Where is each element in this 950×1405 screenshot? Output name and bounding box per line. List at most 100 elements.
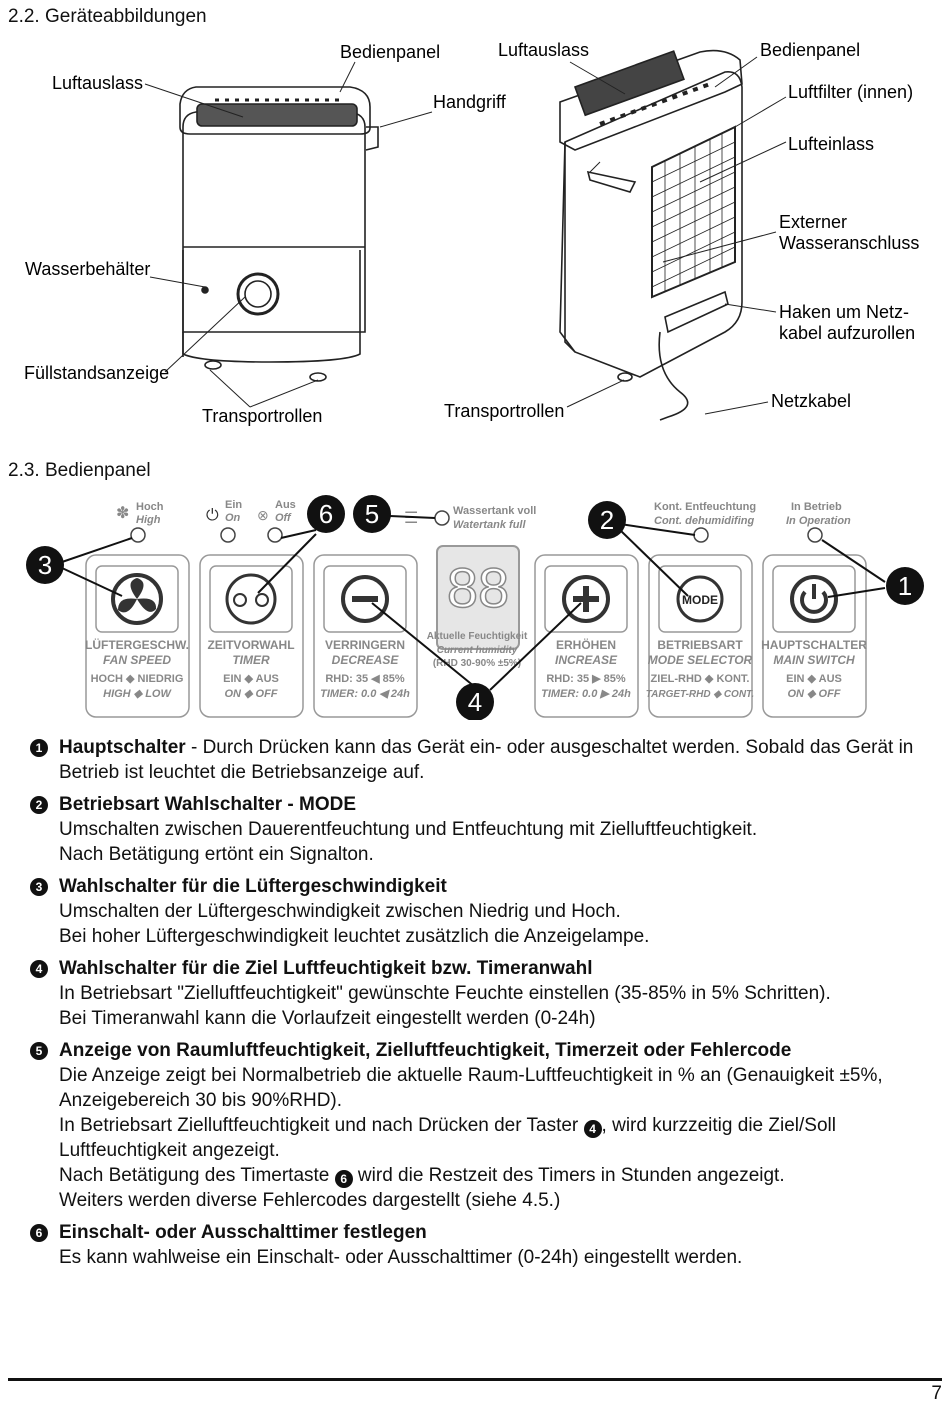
cord-hook	[664, 290, 729, 334]
item-title: Wahlschalter für die Lüftergeschwindigke…	[59, 876, 447, 897]
label-hoch: Hoch	[136, 501, 164, 513]
label-externer: Externer	[779, 212, 847, 232]
label-bedienpanel-left: Bedienpanel	[340, 42, 440, 62]
timer-icon[interactable]	[225, 573, 277, 625]
label-wasseranschluss: Wasseranschluss	[779, 233, 919, 253]
bullet-number: 3	[30, 878, 48, 896]
display-digits: 88	[447, 556, 509, 619]
list-item: 3 Wahlschalter für die Lüftergeschwindig…	[30, 874, 925, 949]
section-heading-panel: 2.3. Bedienpanel	[8, 460, 151, 481]
btn-main-en: MAIN SWITCH	[773, 653, 855, 667]
btn-increase-en: INCREASE	[555, 653, 618, 667]
btn-main-de: HAUPTSCHALTER	[761, 638, 867, 652]
bullet-number: 5	[30, 1042, 48, 1060]
label-ein: Ein	[225, 499, 242, 511]
led-tank-full	[434, 510, 450, 526]
svg-text:6: 6	[319, 499, 333, 529]
label-on: On	[225, 512, 241, 524]
item-line: Nach Betätigung ertönt ein Signalton.	[59, 844, 374, 865]
led-fan-high	[130, 527, 146, 543]
label-off: Off	[275, 512, 292, 524]
svg-text:4: 4	[468, 687, 482, 717]
bullet-number: 4	[30, 960, 48, 978]
label-transportrollen-left: Transportrollen	[202, 406, 322, 426]
list-item: 6 Einschalt- oder Ausschalttimer festleg…	[30, 1220, 925, 1270]
item-title: Einschalt- oder Ausschalttimer festlegen	[59, 1222, 427, 1243]
fan-speed-icon[interactable]	[111, 573, 163, 625]
fan-small-icon: ✽	[116, 505, 129, 522]
label-lufteinlass: Lufteinlass	[788, 134, 874, 154]
item-line: Umschalten der Lüftergeschwindigkeit zwi…	[59, 901, 621, 922]
bullet-number: 1	[30, 739, 48, 757]
increase-icon[interactable]	[562, 575, 610, 623]
item-title: Hauptschalter	[59, 737, 186, 758]
item-line: Es kann wahlweise ein Einschalt- oder Au…	[59, 1247, 743, 1268]
footer-rule	[8, 1378, 942, 1381]
label-haken-line1: Haken um Netz-	[779, 302, 909, 322]
list-item: 1 Hauptschalter - Durch Drücken kann das…	[30, 735, 925, 785]
right-device-body	[564, 70, 743, 378]
label-luftfilter: Luftfilter (innen)	[788, 82, 913, 102]
btn-mode-de: BETRIEBSART	[657, 638, 743, 652]
btn-timer-l1: EIN ◆ AUS	[223, 673, 279, 685]
btn-fan-en: FAN SPEED	[103, 653, 171, 667]
power-icon[interactable]	[790, 575, 838, 623]
item-line: In Betriebsart "Zielluftfeuchtigkeit" ge…	[59, 983, 831, 1004]
callout-4: 4	[456, 683, 494, 720]
left-device-body	[182, 111, 366, 333]
btn-timer-l2: ON ◆ OFF	[224, 688, 277, 700]
decrease-icon[interactable]	[341, 575, 389, 623]
label-watertank-full: Watertank full	[453, 519, 526, 531]
label-high: High	[136, 514, 161, 526]
led-operation	[807, 527, 823, 543]
led-timer-off	[267, 527, 283, 543]
section-heading-devices: 2.2. Geräteabbildungen	[8, 6, 207, 27]
timer-small-icon: ⊗	[257, 507, 269, 523]
label-netzkabel: Netzkabel	[771, 391, 851, 411]
led-timer-on	[220, 527, 236, 543]
power-small-icon: ⏻	[206, 507, 219, 524]
label-bedienpanel-right: Bedienpanel	[760, 40, 860, 60]
btn-increase-de: ERHÖHEN	[556, 637, 616, 652]
item-line: Die Anzeige zeigt bei Normalbetrieb die …	[59, 1065, 883, 1111]
label-aktuelle: Aktuelle Feuchtigkeit	[427, 631, 528, 642]
label-aus: Aus	[275, 499, 296, 511]
device-illustrations: Luftauslass Bedienpanel Handgriff Wasser…	[24, 40, 919, 426]
callout-6: 6	[307, 495, 345, 533]
item-line: Umschalten zwischen Dauerentfeuchtung un…	[59, 819, 758, 840]
btn-decrease-de: VERRINGERN	[325, 638, 405, 652]
label-rhd: (RHD 30-90% ±5%)	[433, 658, 521, 669]
label-kont: Kont. Entfeuchtung	[654, 501, 756, 513]
btn-decrease-en: DECREASE	[332, 653, 400, 667]
callout-5: 5	[353, 495, 391, 533]
left-wheel-icon	[204, 360, 222, 370]
btn-decrease-l2: TIMER: 0.0 ◀ 24h	[320, 688, 410, 700]
btn-timer-en: TIMER	[232, 653, 270, 667]
label-luftauslass-left: Luftauslass	[52, 73, 143, 93]
label-cont: Cont. dehumidifing	[654, 515, 754, 527]
item-title: Wahlschalter für die Ziel Luftfeuchtigke…	[59, 958, 593, 979]
svg-text:2: 2	[600, 505, 614, 535]
control-panel-diagram: MODE 88 Hoch High ✽ Ein On ⏻ Aus Off ⊗ W…	[26, 495, 924, 720]
led-continuous	[693, 527, 709, 543]
btn-main-l1: EIN ◆ AUS	[786, 673, 842, 685]
mode-button-icon[interactable]: MODE	[676, 575, 724, 623]
btn-increase-l1: RHD: 35 ▶ 85%	[546, 673, 626, 685]
btn-mode-l1: ZIEL-RHD ◆ KONT.	[651, 673, 750, 685]
page-number: 7	[931, 1383, 942, 1404]
left-device-top	[179, 86, 371, 135]
item-text: - Durch Drücken kann das Gerät ein- oder…	[59, 737, 914, 783]
label-wassertank-voll: Wassertank voll	[453, 505, 536, 517]
power-cord	[658, 331, 689, 421]
label-haken-line2: kabel aufzurollen	[779, 323, 915, 343]
item-title: Betriebsart Wahlschalter - MODE	[59, 794, 357, 815]
label-fuellstandsanzeige: Füllstandsanzeige	[24, 363, 169, 383]
ref-number: 6	[334, 1170, 353, 1188]
list-item: 4 Wahlschalter für die Ziel Luftfeuchtig…	[30, 956, 925, 1031]
description-list: 1 Hauptschalter - Durch Drücken kann das…	[30, 735, 925, 1277]
mode-label: MODE	[682, 593, 718, 607]
list-item: 5 Anzeige von Raumluftfeuchtigkeit, Ziel…	[30, 1038, 925, 1213]
humidity-display	[436, 545, 520, 650]
right-wheel-icon	[309, 372, 327, 382]
bullet-number: 6	[30, 1224, 48, 1242]
